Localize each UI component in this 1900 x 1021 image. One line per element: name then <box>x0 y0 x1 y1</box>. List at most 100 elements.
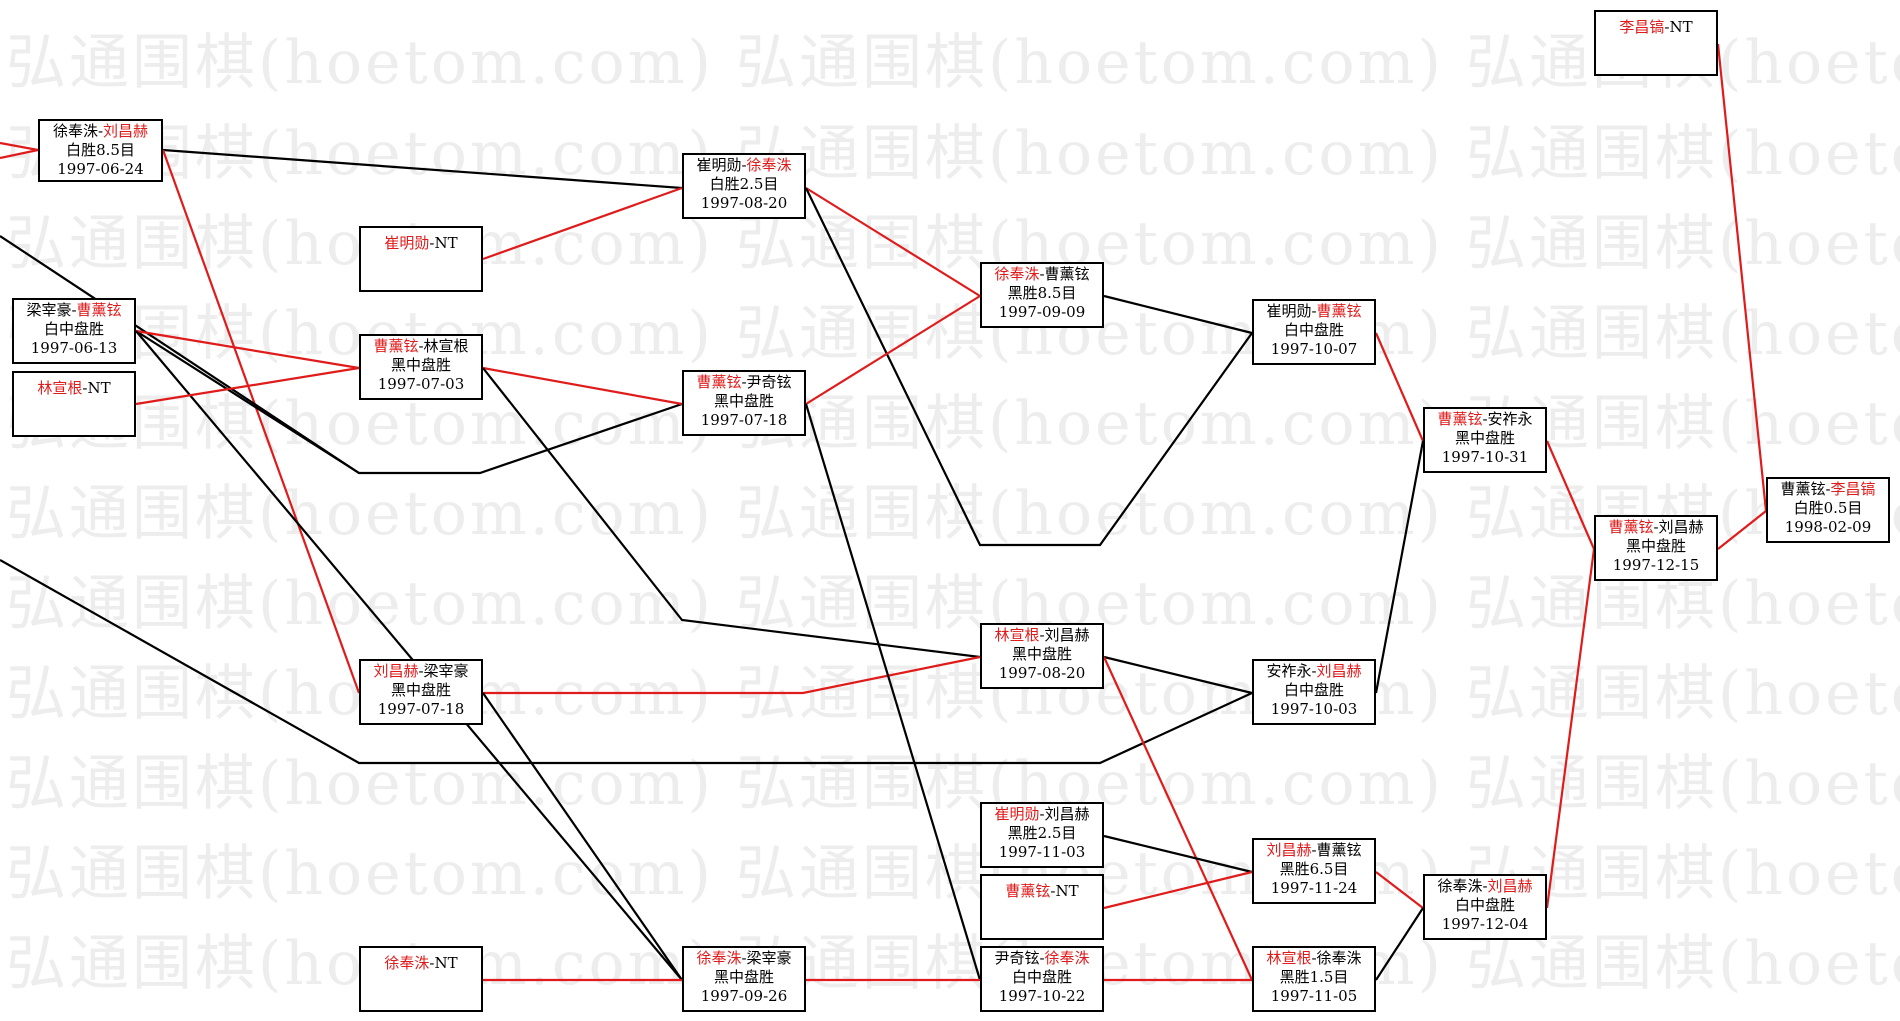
bracket-connector <box>0 141 39 152</box>
bracket-connector <box>482 186 683 261</box>
player-black: 曹薰铉 <box>1437 410 1483 428</box>
player-black: 曹薰铉 <box>1608 518 1654 536</box>
match-result: 白中盘胜 <box>43 320 104 338</box>
bracket-connector <box>482 366 683 406</box>
bracket-connector <box>805 295 981 405</box>
player-white: 徐奉洙 <box>746 156 792 174</box>
player-white: 李昌镐 <box>1830 480 1876 498</box>
versus-dash: - <box>1653 518 1659 536</box>
match-players: 徐奉洙-曹薰铉 <box>982 265 1102 284</box>
match-players: 林宣根-NT <box>14 379 134 398</box>
versus-dash: - <box>1664 18 1670 36</box>
bracket-connector <box>0 559 1253 765</box>
match-players: 崔明勋-徐奉洙 <box>684 156 804 175</box>
versus-dash: - <box>1311 949 1317 967</box>
player-black: 崔明勋 <box>994 805 1040 823</box>
match-date: 1997-12-04 <box>1441 915 1529 933</box>
player-black: 曹薰铉 <box>1780 480 1826 498</box>
match-date: 1997-10-07 <box>1270 340 1358 358</box>
match-players: 崔明勋-刘昌赫 <box>982 805 1102 824</box>
player-black: 徐奉洙 <box>994 265 1040 283</box>
versus-dash: - <box>1039 626 1045 644</box>
player-black: 徐奉洙 <box>696 949 742 967</box>
player-white: 刘昌赫 <box>1044 805 1090 823</box>
player-black: 曹薰铉 <box>696 373 742 391</box>
player-white: 梁宰豪 <box>746 949 792 967</box>
player-white: 曹薰铉 <box>1316 841 1362 859</box>
match-players: 林宣根-徐奉洙 <box>1254 949 1374 968</box>
match-result: 黑胜8.5目 <box>1007 284 1077 302</box>
match-date: 1997-07-03 <box>377 375 465 393</box>
match-result: 白中盘胜 <box>1283 681 1344 699</box>
bracket-connector <box>804 403 982 981</box>
player-white: 安祚永 <box>1487 410 1533 428</box>
match-players: 刘昌赫-曹薰铉 <box>1254 841 1374 860</box>
bracket-connector <box>135 330 683 981</box>
match-players: 曹薰铉-李昌镐 <box>1768 480 1888 499</box>
player-white: NT <box>87 379 111 397</box>
match-players: 刘昌赫-梁宰豪 <box>361 662 481 681</box>
bracket-connector <box>1374 440 1425 694</box>
match-result: 黑中盘胜 <box>1454 429 1515 447</box>
player-white: 曹薰铉 <box>1044 265 1090 283</box>
player-white: 曹薰铉 <box>76 301 122 319</box>
versus-dash: - <box>1311 662 1317 680</box>
versus-dash: - <box>1825 480 1831 498</box>
match-result: 黑胜2.5目 <box>1007 824 1077 842</box>
match-date: 1997-09-26 <box>700 987 788 1005</box>
player-black: 崔明勋 <box>696 156 742 174</box>
bracket-connector <box>1102 656 1254 981</box>
bracket-connector <box>1103 655 1253 695</box>
match-date: 1997-06-24 <box>57 160 144 178</box>
match-date: 1997-12-15 <box>1612 556 1700 574</box>
bracket-connector <box>1716 43 1768 512</box>
player-black: 安祚永 <box>1266 662 1312 680</box>
bracket-connector <box>482 692 683 981</box>
versus-dash: - <box>1039 949 1045 967</box>
player-white: 刘昌赫 <box>1658 518 1704 536</box>
match-date: 1998-02-09 <box>1784 518 1872 536</box>
match-result: 白中盘胜 <box>1011 968 1072 986</box>
versus-dash: - <box>71 301 77 319</box>
player-white: NT <box>434 234 458 252</box>
versus-dash: - <box>1039 265 1045 283</box>
match-players: 崔明勋-NT <box>361 234 481 253</box>
player-black: 徐奉洙 <box>384 954 430 972</box>
versus-dash: - <box>741 949 747 967</box>
match-players: 曹薰铉-刘昌赫 <box>1596 518 1716 537</box>
match-result: 黑中盘胜 <box>713 392 774 410</box>
player-white: NT <box>1669 18 1693 36</box>
player-black: 徐奉洙 <box>52 122 98 140</box>
player-black: 尹奇铉 <box>994 949 1040 967</box>
versus-dash: - <box>1039 805 1045 823</box>
bracket-connector <box>0 148 39 160</box>
match-result: 黑中盘胜 <box>1625 537 1686 555</box>
bracket-connector <box>162 148 683 190</box>
match-date: 1997-11-05 <box>1270 987 1358 1005</box>
bracket-connector <box>805 187 1253 547</box>
match-players: 曹薰铉-NT <box>982 882 1102 901</box>
bracket-connector <box>482 367 981 659</box>
match-date: 1997-10-22 <box>998 987 1086 1005</box>
match-result: 白胜2.5目 <box>709 175 779 193</box>
bracket-connector <box>0 235 683 475</box>
versus-dash: - <box>1311 841 1317 859</box>
player-black: 曹薰铉 <box>1005 882 1051 900</box>
match-result: 黑中盘胜 <box>1011 645 1072 663</box>
bracket-connector <box>1103 870 1253 910</box>
bracket-connector <box>483 655 981 695</box>
player-white: 曹薰铉 <box>1316 302 1362 320</box>
bracket-connector <box>135 330 360 474</box>
